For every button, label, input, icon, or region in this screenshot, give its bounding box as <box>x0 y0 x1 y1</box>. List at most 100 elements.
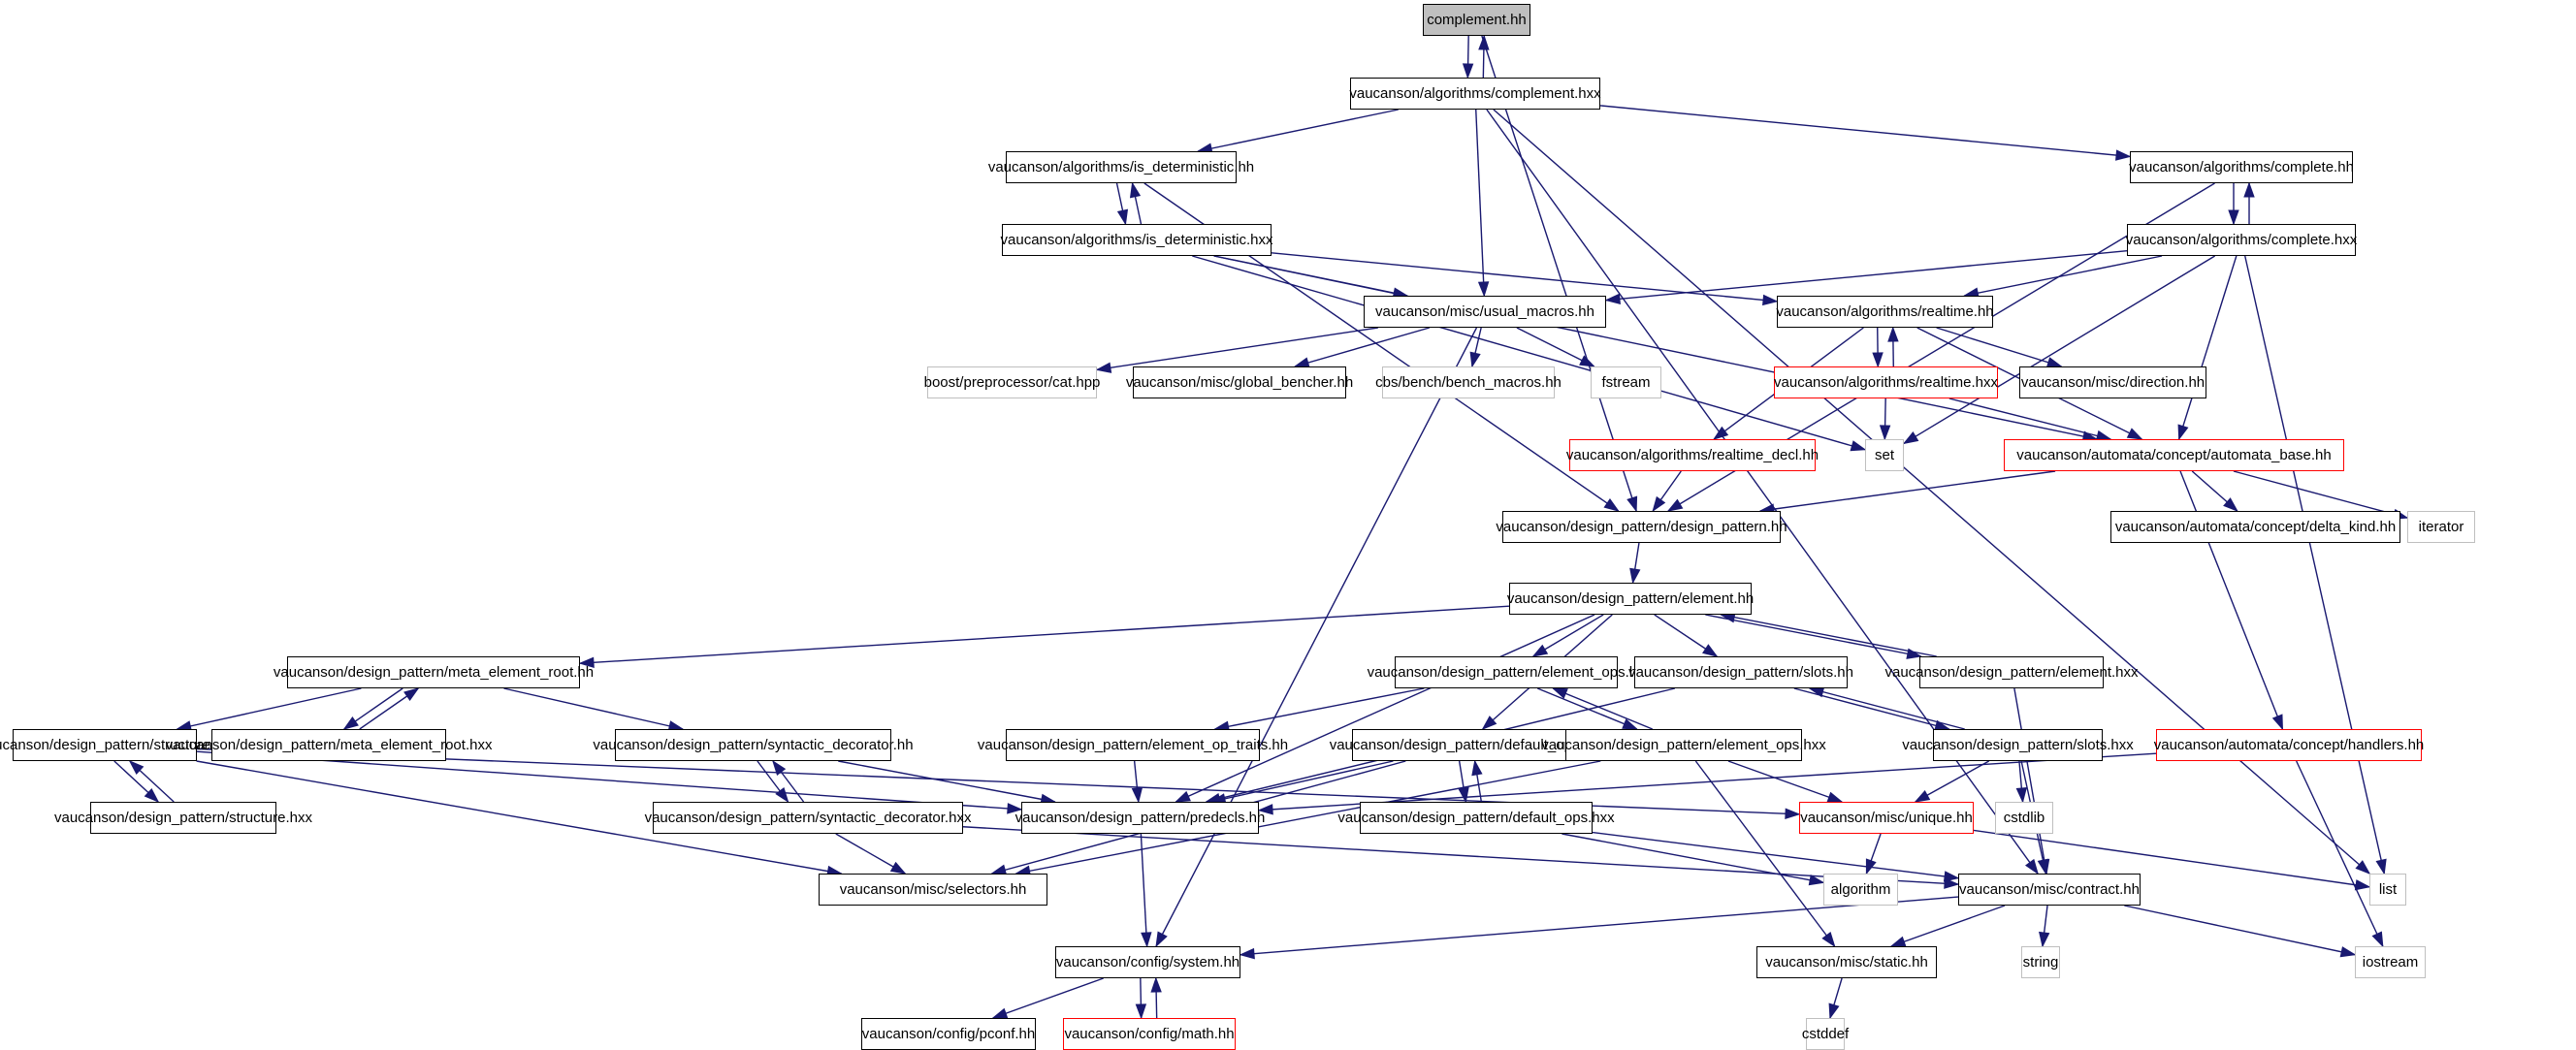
arrowhead-icon <box>2223 497 2238 512</box>
graph-node-static[interactable]: vaucanson/misc/static.hh <box>1756 946 1937 978</box>
edge-structure-hh-to-selectors <box>196 760 842 875</box>
arrowhead-icon <box>1902 431 1919 445</box>
graph-node-meta-root-hh[interactable]: vaucanson/design_pattern/meta_element_ro… <box>274 656 594 688</box>
node-label: set <box>1874 447 1894 463</box>
node-label: fstream <box>1601 374 1651 391</box>
graph-node-syn-dec-hxx[interactable]: vaucanson/design_pattern/syntactic_decor… <box>645 802 971 834</box>
edge-default-ops-hxx-to-contract <box>1592 831 1959 879</box>
edge-element-hh-to-predecls <box>1175 614 1595 803</box>
node-label: vaucanson/design_pattern/meta_element_ro… <box>165 737 493 753</box>
graph-node-meta-root-hxx[interactable]: vaucanson/design_pattern/meta_element_ro… <box>166 729 492 761</box>
edge-complete-hxx-to-list <box>2244 255 2385 875</box>
graph-node-cstdlib: cstdlib <box>1995 802 2053 834</box>
graph-node-complement-hxx[interactable]: vaucanson/algorithms/complement.hxx <box>1349 78 1601 110</box>
graph-node-complement-hh[interactable]: complement.hh <box>1423 4 1530 36</box>
arrowhead-icon <box>1828 1002 1840 1020</box>
graph-node-default-ops-hxx[interactable]: vaucanson/design_pattern/default_ops.hxx <box>1337 802 1615 834</box>
arrowhead-icon <box>1604 293 1621 304</box>
graph-node-is-det-hxx[interactable]: vaucanson/algorithms/is_deterministic.hx… <box>1001 224 1272 256</box>
node-label: vaucanson/misc/unique.hh <box>1800 810 1973 826</box>
edge-realtime-hxx-to-automata-base <box>1948 398 2111 440</box>
graph-node-realtime-hh[interactable]: vaucanson/algorithms/realtime.hh <box>1776 296 1994 328</box>
graph-node-delta-kind[interactable]: vaucanson/automata/concept/delta_kind.hh <box>2110 511 2400 543</box>
arrowhead-icon <box>2177 424 2189 441</box>
arrowhead-icon <box>1131 787 1143 804</box>
graph-node-realtime-decl[interactable]: vaucanson/algorithms/realtime_decl.hh <box>1565 439 1819 471</box>
arrowhead-icon <box>2354 879 2371 891</box>
arrowhead-icon <box>1666 498 1684 512</box>
graph-node-slots-hh[interactable]: vaucanson/design_pattern/slots.hh <box>1628 656 1853 688</box>
graph-node-handlers[interactable]: vaucanson/automata/concept/handlers.hh <box>2154 729 2424 761</box>
edge-complete-hxx-to-set <box>1903 255 2216 445</box>
graph-node-math[interactable]: vaucanson/config/math.hh <box>1063 1018 1236 1050</box>
arrowhead-icon <box>1652 495 1666 513</box>
graph-node-selectors[interactable]: vaucanson/misc/selectors.hh <box>819 874 1047 906</box>
graph-node-predecls[interactable]: vaucanson/design_pattern/predecls.hh <box>1015 802 1265 834</box>
node-label: algorithm <box>1830 881 1891 898</box>
node-label: vaucanson/misc/contract.hh <box>1959 881 2140 898</box>
edge-usual-macros-to-global-bencher <box>1294 327 1431 367</box>
graph-node-system[interactable]: vaucanson/config/system.hh <box>1055 946 1240 978</box>
graph-node-element-ops-hh[interactable]: vaucanson/design_pattern/element_ops.hh <box>1368 656 1645 688</box>
node-label: vaucanson/algorithms/realtime.hh <box>1776 303 1994 320</box>
edge-element-hxx-to-element-hh <box>1721 614 1937 657</box>
node-label: vaucanson/misc/selectors.hh <box>839 881 1027 898</box>
edge-complement-hxx-to-is-det-hh <box>1198 109 1399 152</box>
graph-node-structure-hh[interactable]: vaucanson/design_pattern/structure.hh <box>0 729 231 761</box>
arrowhead-icon <box>342 716 359 730</box>
graph-node-slots-hxx[interactable]: vaucanson/design_pattern/slots.hxx <box>1902 729 2134 761</box>
arrowhead-icon <box>1889 936 1907 947</box>
arrowhead-icon <box>1785 808 1801 819</box>
edge-element-hh-to-meta-root-hh <box>579 605 1510 664</box>
arrowhead-icon <box>1702 644 1719 657</box>
graph-node-complete-hxx[interactable]: vaucanson/algorithms/complete.hxx <box>2126 224 2357 256</box>
edge-complete-hxx-to-usual-macros <box>1605 249 2128 302</box>
node-label: vaucanson/misc/usual_macros.hh <box>1375 303 1594 320</box>
graph-node-element-hh[interactable]: vaucanson/design_pattern/element.hh <box>1506 583 1755 615</box>
graph-node-elem-op-traits[interactable]: vaucanson/design_pattern/element_op_trai… <box>978 729 1288 761</box>
edge-element-ops-hxx-to-static <box>1694 760 1836 947</box>
node-label: vaucanson/design_pattern/element.hh <box>1506 590 1755 607</box>
graph-node-structure-hxx[interactable]: vaucanson/design_pattern/structure.hxx <box>54 802 312 834</box>
graph-node-realtime-hxx[interactable]: vaucanson/algorithms/realtime.hxx <box>1774 366 1998 398</box>
graph-node-unique[interactable]: vaucanson/misc/unique.hh <box>1799 802 1974 834</box>
node-label: iostream <box>2362 954 2419 970</box>
arrowhead-icon <box>1762 294 1779 306</box>
edge-is-det-hxx-to-set <box>1192 255 1866 451</box>
arrowhead-icon <box>1481 716 1497 730</box>
node-label: vaucanson/algorithms/realtime.hxx <box>1774 374 1998 391</box>
graph-node-global-bencher[interactable]: vaucanson/misc/global_bencher.hh <box>1126 366 1353 398</box>
graph-node-direction[interactable]: vaucanson/misc/direction.hh <box>2019 366 2206 398</box>
arrowhead-icon <box>1471 759 1483 777</box>
graph-node-complete-hh[interactable]: vaucanson/algorithms/complete.hh <box>2129 151 2354 183</box>
arrowhead-icon <box>2024 858 2039 875</box>
graph-node-contract[interactable]: vaucanson/misc/contract.hh <box>1958 874 2141 906</box>
graph-node-is-det-hh[interactable]: vaucanson/algorithms/is_deterministic.hh <box>988 151 1254 183</box>
arrowhead-icon <box>2015 787 2028 804</box>
node-label: vaucanson/algorithms/realtime_decl.hh <box>1565 447 1819 463</box>
arrowhead-icon <box>1531 644 1549 657</box>
arrowhead-icon <box>2039 858 2050 875</box>
edge-realtime-hh-to-direction <box>1936 327 2062 367</box>
arrowhead-icon <box>1944 877 1960 889</box>
node-label: vaucanson/design_pattern/structure.hxx <box>54 810 312 826</box>
arrowhead-icon <box>1626 495 1638 513</box>
graph-node-usual-macros[interactable]: vaucanson/misc/usual_macros.hh <box>1364 296 1606 328</box>
arrowhead-icon <box>889 861 907 875</box>
edge-element-hh-to-element-hxx <box>1705 614 1921 657</box>
node-label: vaucanson/design_pattern/element_ops.hh <box>1367 664 1646 681</box>
graph-node-element-hxx[interactable]: vaucanson/design_pattern/element.hxx <box>1885 656 2139 688</box>
graph-node-syn-dec-hh[interactable]: vaucanson/design_pattern/syntactic_decor… <box>593 729 914 761</box>
edge-meta-root-hh-to-syn-dec-hh <box>503 687 684 730</box>
graph-node-pconf[interactable]: vaucanson/config/pconf.hh <box>861 1018 1036 1050</box>
node-label: vaucanson/design_pattern/syntactic_decor… <box>593 737 914 753</box>
graph-node-design-pattern[interactable]: vaucanson/design_pattern/design_pattern.… <box>1496 511 1787 543</box>
edge-is-det-hxx-to-realtime-hh <box>1271 252 1778 302</box>
node-label: vaucanson/design_pattern/syntactic_decor… <box>644 810 972 826</box>
node-label: vaucanson/design_pattern/element_ops.hxx <box>1541 737 1826 753</box>
graph-node-element-ops-hxx[interactable]: vaucanson/design_pattern/element_ops.hxx <box>1541 729 1826 761</box>
edge-usual-macros-to-boost-cat <box>1096 327 1378 371</box>
graph-node-automata-base[interactable]: vaucanson/automata/concept/automata_base… <box>2004 439 2344 471</box>
graph-node-default-ops-hh[interactable]: vaucanson/design_pattern/default_ops.hh <box>1330 729 1599 761</box>
edge-complement-hxx-to-contract <box>1486 109 2039 875</box>
